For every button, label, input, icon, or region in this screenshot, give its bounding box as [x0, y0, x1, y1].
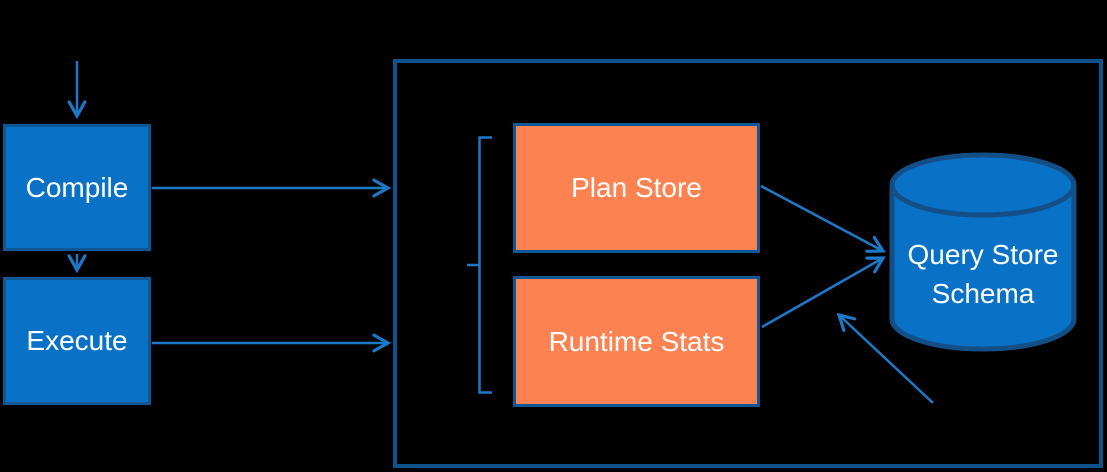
runtime-stats-node: Runtime Stats	[513, 276, 760, 407]
plan-store-node: Plan Store	[513, 123, 760, 253]
runtime-stats-label: Runtime Stats	[548, 325, 725, 357]
compile-label: Compile	[25, 171, 129, 203]
plan-store-label: Plan Store	[571, 172, 702, 203]
database-cylinder-icon	[889, 152, 1077, 352]
query-store-schema-label-line1: Query Store	[907, 239, 1059, 271]
query-store-schema-label-line2: Schema	[931, 278, 1035, 309]
cylinder-top	[889, 152, 1077, 218]
execute-node: Execute	[3, 277, 151, 405]
query-store-container-box	[393, 59, 1103, 468]
query-store-schema-node: Query Store Schema	[888, 210, 1078, 340]
execute-label: Execute	[26, 325, 128, 356]
compile-node: Compile	[3, 124, 151, 251]
